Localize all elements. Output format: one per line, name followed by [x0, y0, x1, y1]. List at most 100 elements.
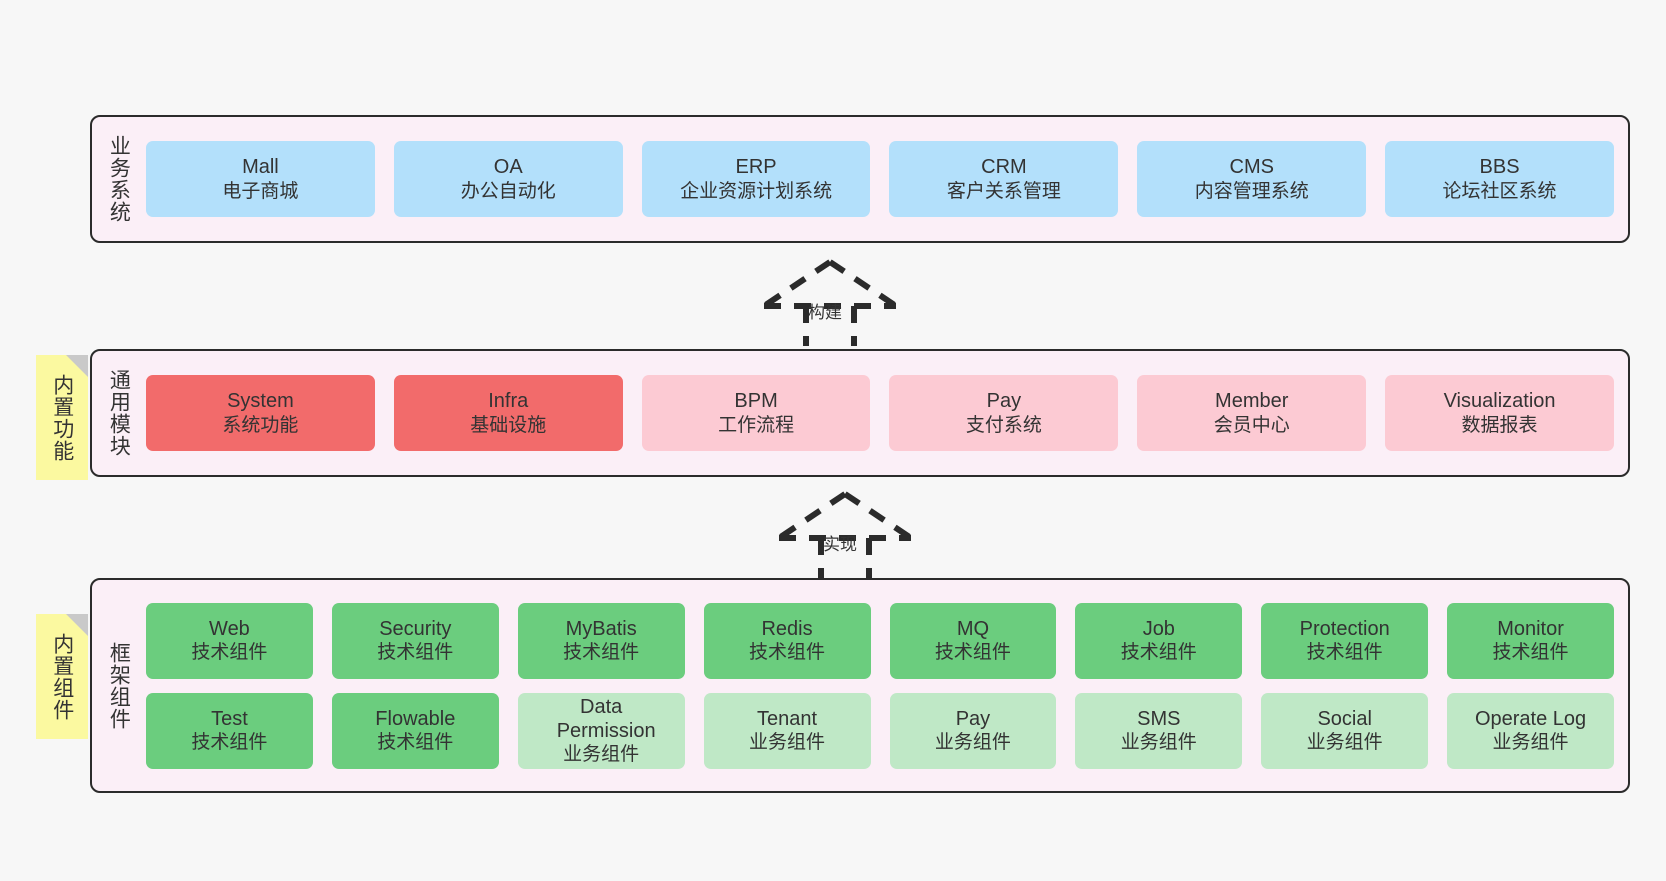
card-subtitle: 技术组件	[1120, 642, 1197, 664]
card-redis[interactable]: Redis 技术组件	[703, 602, 871, 679]
card-tenant[interactable]: Tenant 业务组件	[703, 692, 871, 769]
implement-arrowhead-right	[843, 491, 913, 541]
card-title: MyBatis	[565, 617, 637, 640]
card-subtitle: 技术组件	[563, 642, 640, 664]
card-pay-module[interactable]: Pay 支付系统	[889, 375, 1119, 451]
card-subtitle: 技术组件	[191, 642, 268, 664]
card-subtitle: 业务组件	[1120, 732, 1197, 754]
card-oa[interactable]: OA 办公自动化	[393, 141, 623, 217]
card-title: System	[227, 390, 294, 413]
card-subtitle: 电子商城	[222, 180, 299, 202]
layer-common-module-title: 通用模块	[107, 369, 131, 457]
card-subtitle: 业务组件	[1492, 732, 1569, 754]
card-subtitle: 企业资源计划系统	[680, 180, 833, 202]
layer-framework-component-title: 框架组件	[107, 641, 131, 730]
card-subtitle: 工作流程	[718, 414, 795, 436]
card-mybatis[interactable]: MyBatis 技术组件	[517, 602, 685, 679]
card-title: Visualization	[1443, 390, 1556, 413]
card-security[interactable]: Security 技术组件	[331, 602, 499, 679]
card-mall[interactable]: Mall 电子商城	[146, 141, 375, 217]
card-subtitle: 系统功能	[222, 414, 299, 436]
card-title: Pay	[986, 390, 1022, 413]
card-subtitle: 技术组件	[191, 732, 268, 754]
card-title: Test	[211, 707, 248, 730]
card-title: Data Permission	[556, 695, 656, 742]
implement-arrowhead-left	[777, 491, 847, 541]
connector-implement: 实现	[775, 490, 915, 578]
card-title: Mall	[242, 156, 279, 179]
card-bpm[interactable]: BPM 工作流程	[641, 375, 871, 451]
connector-build: 构建	[760, 258, 900, 346]
card-title: Security	[379, 617, 452, 640]
card-title: Infra	[488, 390, 529, 413]
card-member[interactable]: Member 会员中心	[1137, 375, 1367, 451]
card-infra[interactable]: Infra 基础设施	[393, 375, 623, 451]
card-protection[interactable]: Protection 技术组件	[1261, 602, 1429, 679]
layer-business-system-title: 业务系统	[107, 135, 131, 223]
card-title: Web	[209, 617, 250, 640]
card-subtitle: 论坛社区系统	[1442, 180, 1557, 202]
card-flowable[interactable]: Flowable 技术组件	[331, 692, 499, 769]
card-subtitle: 内容管理系统	[1194, 180, 1309, 202]
card-row: System 系统功能 Infra 基础设施 BPM 工作流程 Pay 支付系统…	[146, 375, 1614, 451]
card-test[interactable]: Test 技术组件	[146, 692, 313, 769]
card-bbs[interactable]: BBS 论坛社区系统	[1385, 141, 1614, 217]
card-title: Operate Log	[1474, 707, 1587, 730]
card-row: Mall 电子商城 OA 办公自动化 ERP 企业资源计划系统 CRM 客户关系…	[146, 141, 1614, 217]
card-pay-component[interactable]: Pay 业务组件	[889, 692, 1057, 769]
card-subtitle: 数据报表	[1461, 414, 1538, 436]
card-subtitle: 会员中心	[1213, 414, 1290, 436]
card-data-permission[interactable]: Data Permission 业务组件	[517, 692, 685, 769]
card-subtitle: 技术组件	[377, 642, 454, 664]
card-title: Pay	[955, 707, 991, 730]
card-monitor[interactable]: Monitor 技术组件	[1447, 602, 1614, 679]
build-arrowhead-left	[762, 259, 832, 309]
card-title: OA	[493, 156, 523, 179]
card-crm[interactable]: CRM 客户关系管理	[889, 141, 1119, 217]
note-builtin-features: 内置功能	[36, 355, 88, 480]
card-subtitle: 基础设施	[470, 414, 547, 436]
card-title: SMS	[1137, 707, 1181, 730]
card-system[interactable]: System 系统功能	[146, 375, 375, 451]
card-title: Tenant	[757, 707, 818, 730]
card-visualization[interactable]: Visualization 数据报表	[1385, 375, 1614, 451]
card-title: BPM	[734, 390, 778, 413]
note-builtin-components-label: 内置组件	[50, 632, 74, 721]
card-subtitle: 业务组件	[563, 744, 640, 766]
card-subtitle: 客户关系管理	[946, 180, 1061, 202]
card-subtitle: 技术组件	[1306, 642, 1383, 664]
card-title: Flowable	[375, 707, 456, 730]
card-title: BBS	[1479, 156, 1520, 179]
card-subtitle: 业务组件	[934, 732, 1011, 754]
card-title: CRM	[981, 156, 1027, 179]
card-subtitle: 技术组件	[934, 642, 1011, 664]
card-title: Social	[1317, 707, 1372, 730]
note-fold-corner-icon	[66, 614, 88, 636]
card-title: Redis	[761, 617, 813, 640]
card-title: Job	[1142, 617, 1175, 640]
card-subtitle: 业务组件	[1306, 732, 1383, 754]
card-cms[interactable]: CMS 内容管理系统	[1137, 141, 1367, 217]
build-arrowhead-right	[828, 259, 898, 309]
card-row: Web 技术组件 Security 技术组件 MyBatis 技术组件 Redi…	[146, 602, 1614, 679]
card-mq[interactable]: MQ 技术组件	[889, 602, 1057, 679]
card-subtitle: 业务组件	[749, 732, 826, 754]
card-operate-log[interactable]: Operate Log 业务组件	[1447, 692, 1614, 769]
layer-framework-component-body: Web 技术组件 Security 技术组件 MyBatis 技术组件 Redi…	[144, 580, 1628, 791]
card-subtitle: 技术组件	[1492, 642, 1569, 664]
layer-common-module-body: System 系统功能 Infra 基础设施 BPM 工作流程 Pay 支付系统…	[144, 351, 1628, 475]
note-builtin-features-label: 内置功能	[50, 373, 74, 462]
card-title: CMS	[1229, 156, 1274, 179]
note-builtin-components: 内置组件	[36, 614, 88, 739]
card-sms[interactable]: SMS 业务组件	[1075, 692, 1243, 769]
layer-business-system-body: Mall 电子商城 OA 办公自动化 ERP 企业资源计划系统 CRM 客户关系…	[144, 117, 1628, 241]
card-job[interactable]: Job 技术组件	[1075, 602, 1243, 679]
connector-implement-label: 实现	[823, 535, 857, 554]
card-social[interactable]: Social 业务组件	[1261, 692, 1429, 769]
card-title: Monitor	[1497, 617, 1564, 640]
layer-business-system: 业务系统 Mall 电子商城 OA 办公自动化 ERP 企业资源计划系统 CRM…	[90, 115, 1630, 243]
card-web[interactable]: Web 技术组件	[146, 602, 313, 679]
card-title: ERP	[735, 156, 777, 179]
card-erp[interactable]: ERP 企业资源计划系统	[641, 141, 871, 217]
